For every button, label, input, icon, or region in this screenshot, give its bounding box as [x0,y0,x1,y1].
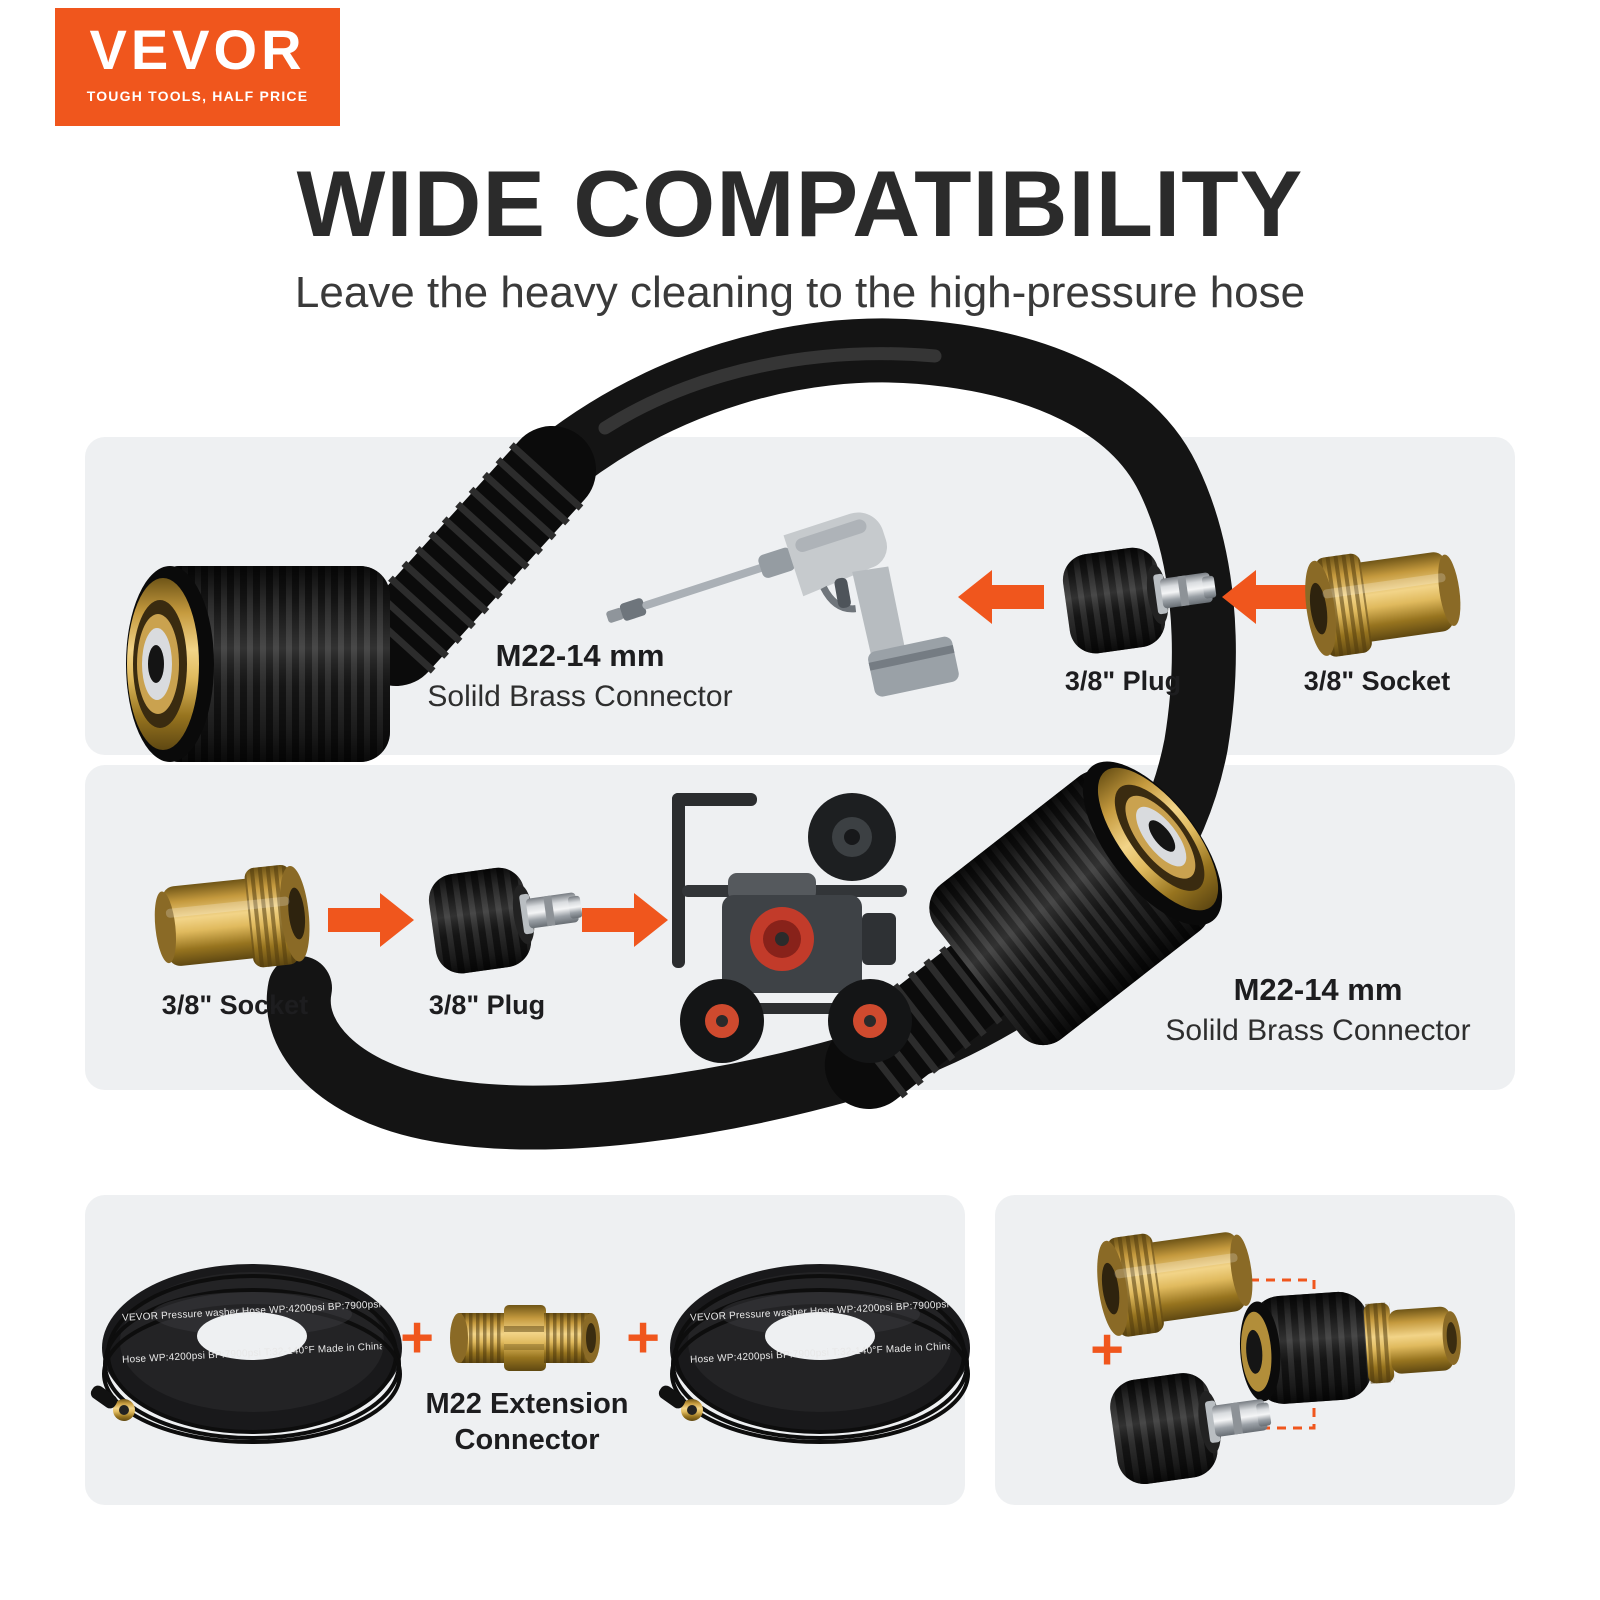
m22-quick-connect-image [1239,1291,1461,1404]
hose-end-connector-left [126,426,596,762]
plus-sign: + [626,1305,660,1370]
band2-plug-label: 3/8" Plug [428,990,546,1020]
page-title: WIDE COMPATIBILITY [296,151,1304,256]
band2-socket-label: 3/8" Socket [161,990,309,1020]
arrow-left-icon [1222,570,1308,624]
brand-name: VEVOR [89,18,306,81]
extension-connector-label-line2: Connector [454,1424,600,1456]
band1-socket-label: 3/8" Socket [1303,666,1451,696]
band2-connector-label-line2: Solild Brass Connector [1165,1014,1471,1047]
arrow-left-icon [958,570,1044,624]
extension-connector-image [450,1305,600,1371]
hose-end-connector-right [824,761,1223,1109]
socket-38-image-band1 [1299,539,1467,660]
socket-38-image-band2 [150,862,314,979]
arrow-right-icon [582,893,668,947]
brand-logo: VEVOR TOUGH TOOLS, HALF PRICE [55,8,340,126]
spray-gun-image [606,512,959,697]
band2-connector-label-line1: M22-14 mm [1233,972,1403,1007]
page-subtitle: Leave the heavy cleaning to the high-pre… [294,268,1306,317]
band1-connector-label-line1: M22-14 mm [495,638,665,673]
band1-connector-label-line2: Solild Brass Connector [427,680,733,713]
plus-sign: + [400,1305,434,1370]
brand-tagline: TOUGH TOOLS, HALF PRICE [86,88,309,104]
arrow-right-icon [328,893,414,947]
pressure-washer-image [672,793,912,1063]
plus-sign: + [1090,1317,1124,1382]
plug-38-image-band2 [425,856,589,977]
extension-connector-label-line1: M22 Extension [425,1388,629,1420]
band1-plug-label: 3/8" Plug [1064,666,1182,696]
